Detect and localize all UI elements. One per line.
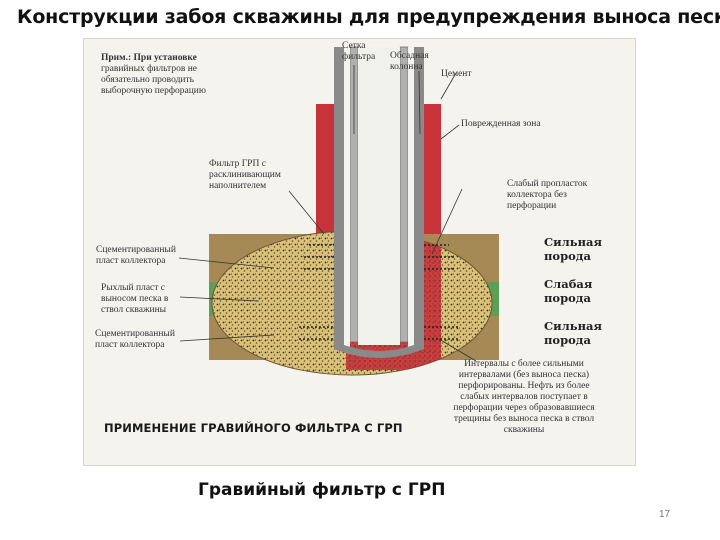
annulus-left: [344, 47, 350, 347]
casing-right: [414, 47, 424, 347]
weak-rock-label: Слабая порода: [544, 277, 593, 305]
cemented-bottom-label: Сцементированный пласт коллектора: [95, 329, 175, 350]
loose-layer-label: Рыхлый пласт с выносом песка в ствол скв…: [101, 283, 169, 315]
perforations: [299, 244, 459, 340]
page-number: 17: [659, 509, 671, 520]
slide-title: Конструкции забоя скважины для предупреж…: [17, 6, 720, 28]
leader-lines: [178, 65, 477, 362]
cemented-top-label: Сцементированный пласт коллектора: [96, 245, 176, 266]
screen-label: Сетка фильтра: [342, 41, 376, 62]
frac-filter-label: Фильтр ГРП с расклинивающим наполнителем: [209, 159, 281, 191]
slide-subtitle: Гравийный фильтр с ГРП: [198, 480, 446, 500]
annulus-right: [408, 47, 414, 347]
casing-left: [334, 47, 344, 347]
damaged-zone-label: Поврежденная зона: [461, 119, 541, 129]
weak-interlayer-label: Слабый пропласток коллектора без перфора…: [507, 179, 588, 211]
intervals-note: Интервалы с более сильными интервалами (…: [453, 359, 595, 435]
cement-label: Цемент: [441, 69, 472, 79]
well-cross-section: [178, 46, 499, 376]
wellbore: [358, 47, 400, 345]
strong-rock-bottom-label: Сильная порода: [544, 319, 602, 347]
screen-right: [399, 46, 409, 343]
gravel-pack-diagram: Прим.: При установке гравийных фильтров …: [83, 38, 636, 466]
figure-caption: ПРИМЕНЕНИЕ ГРАВИЙНОГО ФИЛЬТРА С ГРП: [104, 421, 403, 435]
strong-rock-top-label: Сильная порода: [544, 235, 602, 263]
casing-bottom: [334, 339, 424, 358]
note-annotation: Прим.: При установке гравийных фильтров …: [101, 53, 206, 96]
casing-label: Обсадная колонна: [390, 51, 429, 72]
